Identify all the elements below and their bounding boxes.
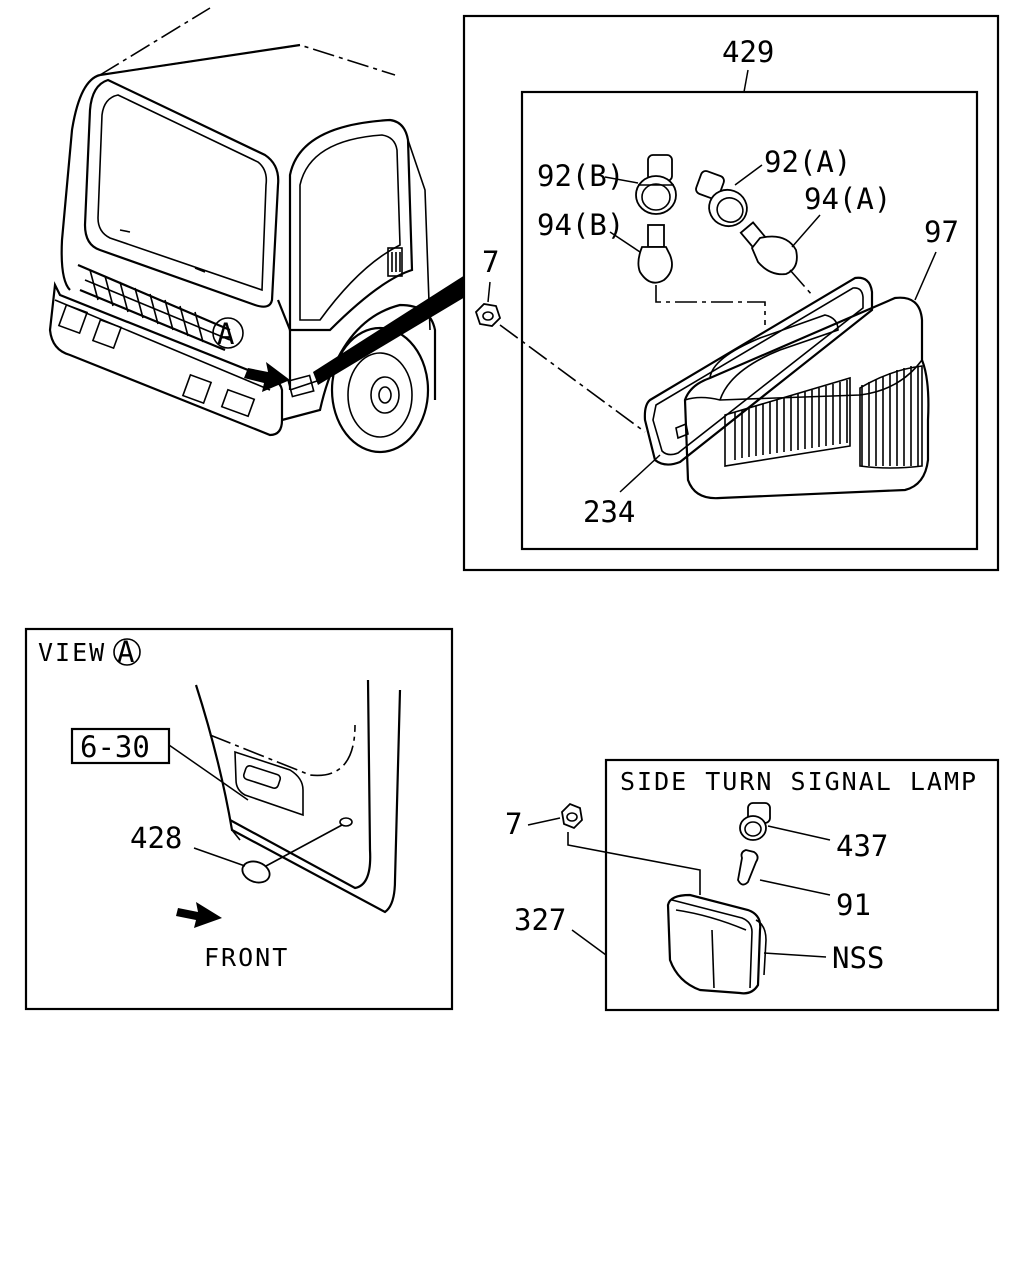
grille-slats (84, 269, 231, 343)
side-panel-title: SIDE TURN SIGNAL LAMP (620, 767, 978, 796)
view-arrow (244, 362, 290, 392)
callout-437: 437 (836, 829, 888, 863)
callout-7-side: 7 (505, 807, 522, 841)
lamp-housing-97 (643, 276, 930, 500)
bulb-socket-437 (739, 802, 771, 841)
callout-92b: 92(B) (537, 159, 624, 193)
callout-7-front: 7 (482, 245, 499, 279)
callout-429: 429 (722, 35, 774, 69)
side-lamp-327 (666, 893, 767, 995)
callout-6-30: 6-30 (80, 730, 150, 764)
view-a-panel (24, 627, 454, 1011)
detail-beam (313, 275, 465, 385)
bulb-94a (739, 221, 798, 276)
side-marker-plug-428 (241, 860, 271, 884)
callout-nss: NSS (832, 941, 884, 975)
callout-234: 234 (583, 495, 635, 529)
side-turn-signal-lamp-panel (604, 758, 1000, 1012)
callout-94a: 94(A) (804, 182, 891, 216)
callout-428: 428 (130, 821, 182, 855)
reference-6-30-box (70, 727, 171, 765)
lamp-assembly-inner-box (520, 90, 979, 551)
nut-7-side (561, 802, 583, 830)
view-a-title: VIEW (38, 638, 106, 667)
front-arrow (176, 902, 222, 928)
svg-text:A: A (217, 317, 234, 351)
callout-97: 97 (924, 215, 959, 249)
svg-text:A: A (117, 635, 134, 669)
bulb-socket-92b (635, 154, 677, 215)
callout-92a: 92(A) (764, 145, 851, 179)
front-combination-lamp-panel (462, 14, 1000, 572)
view-a-marker: A (212, 317, 244, 351)
bulb-socket-92a (695, 170, 748, 228)
callout-327: 327 (514, 903, 566, 937)
view-a-title-marker: A (113, 635, 141, 669)
callout-91: 91 (836, 888, 871, 922)
front-wheel (330, 326, 430, 454)
front-label: FRONT (204, 943, 289, 972)
fender-outline (194, 679, 402, 914)
callout-94b: 94(B) (537, 208, 624, 242)
truck-cab-illustration (48, 7, 437, 454)
nut-7-front (474, 303, 502, 327)
bulb-94b (637, 224, 673, 284)
bulb-91 (737, 849, 759, 886)
